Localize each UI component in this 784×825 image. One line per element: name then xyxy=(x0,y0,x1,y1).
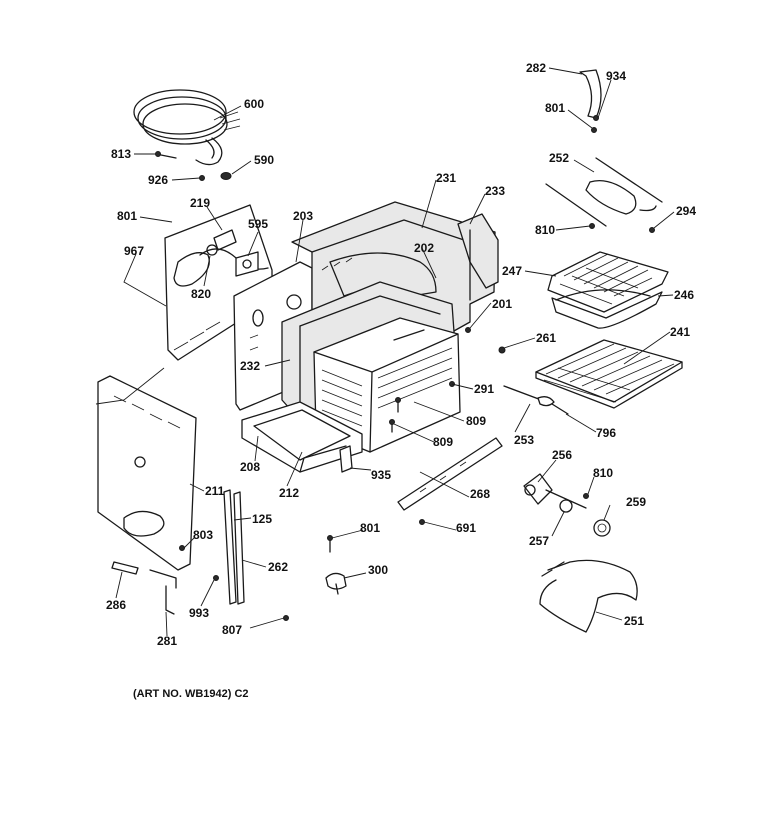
leader-lines xyxy=(95,67,675,637)
light-cover-259 xyxy=(593,519,611,537)
part-label-202: 202 xyxy=(414,241,434,255)
part-label-281: 281 xyxy=(157,634,177,648)
screw-201 xyxy=(465,327,471,333)
part-label-212: 212 xyxy=(279,486,299,500)
light-bulb-257 xyxy=(559,499,573,513)
part-label-247: 247 xyxy=(502,264,522,278)
part-label-926: 926 xyxy=(148,173,168,187)
part-label-809: 809 xyxy=(433,435,453,449)
front-trim-268 xyxy=(397,437,503,511)
side-panel-211 xyxy=(97,375,197,571)
part-label-803: 803 xyxy=(193,528,213,542)
part-label-282: 282 xyxy=(526,61,546,75)
part-label-810: 810 xyxy=(535,223,555,237)
part-label-246: 246 xyxy=(674,288,694,302)
part-label-262: 262 xyxy=(268,560,288,574)
part-label-595: 595 xyxy=(248,217,268,231)
screw-810-mid xyxy=(583,493,589,499)
part-label-261: 261 xyxy=(536,331,556,345)
part-label-807: 807 xyxy=(222,623,242,637)
part-label-241: 241 xyxy=(670,325,690,339)
door-seal-212 xyxy=(299,445,347,473)
part-label-201: 201 xyxy=(492,297,512,311)
part-label-256: 256 xyxy=(552,448,572,462)
screw-934 xyxy=(593,115,599,121)
part-label-934: 934 xyxy=(606,69,626,83)
broil-element-252 xyxy=(545,157,663,227)
part-number-labels: 282 934 801 600 813 590 252 926 231 233 … xyxy=(106,61,696,648)
part-label-268: 268 xyxy=(470,487,490,501)
vent-duct-233 xyxy=(457,213,499,289)
part-label-219: 219 xyxy=(190,196,210,210)
part-label-796: 796 xyxy=(596,426,616,440)
broiler-grid-247 xyxy=(547,251,669,313)
bake-element-251 xyxy=(539,559,638,633)
part-label-286: 286 xyxy=(106,598,126,612)
clip-796 xyxy=(551,403,569,415)
part-label-253: 253 xyxy=(514,433,534,447)
part-label-810: 810 xyxy=(593,466,613,480)
part-label-231: 231 xyxy=(436,171,456,185)
oven-rack-241 xyxy=(535,339,683,409)
part-label-294: 294 xyxy=(676,204,696,218)
grommet-590 xyxy=(220,172,232,180)
bottom-frame-208 xyxy=(241,401,363,473)
part-label-691: 691 xyxy=(456,521,476,535)
part-label-813: 813 xyxy=(111,147,131,161)
clip-286 xyxy=(111,561,139,575)
screw-803 xyxy=(179,545,185,551)
screw-813 xyxy=(155,151,177,159)
screw-809 xyxy=(389,397,401,433)
part-label-993: 993 xyxy=(189,606,209,620)
part-label-935: 935 xyxy=(371,468,391,482)
terminal-282 xyxy=(579,69,602,119)
part-label-203: 203 xyxy=(293,209,313,223)
bake-element-coil xyxy=(133,89,241,166)
part-label-291: 291 xyxy=(474,382,494,396)
part-label-233: 233 xyxy=(485,184,505,198)
screw-294 xyxy=(649,227,655,233)
screw-926 xyxy=(199,175,205,181)
part-label-801: 801 xyxy=(360,521,380,535)
screw-807 xyxy=(283,615,289,621)
screw-261 xyxy=(498,346,506,354)
part-label-801: 801 xyxy=(117,209,137,223)
part-label-259: 259 xyxy=(626,495,646,509)
part-label-590: 590 xyxy=(254,153,274,167)
part-label-600: 600 xyxy=(244,97,264,111)
part-label-809: 809 xyxy=(466,414,486,428)
part-label-967: 967 xyxy=(124,244,144,258)
part-label-125: 125 xyxy=(252,512,272,526)
part-label-801: 801 xyxy=(545,101,565,115)
screw-801-bottom xyxy=(327,535,333,553)
part-label-820: 820 xyxy=(191,287,211,301)
bracket-595 xyxy=(235,251,259,277)
art-number-caption: (ART NO. WB1942) C2 xyxy=(133,688,249,700)
trim-strip-125 xyxy=(223,489,237,605)
part-label-232: 232 xyxy=(240,359,260,373)
light-socket-256 xyxy=(523,473,587,509)
bracket-281 xyxy=(149,569,177,615)
part-label-300: 300 xyxy=(368,563,388,577)
part-label-252: 252 xyxy=(549,151,569,165)
part-label-211: 211 xyxy=(205,484,225,498)
screw-691 xyxy=(419,519,425,525)
screw-810-top xyxy=(589,223,595,229)
screw-801-top xyxy=(591,127,597,133)
part-label-257: 257 xyxy=(529,534,549,548)
broiler-pan-246 xyxy=(551,289,663,329)
clamp-300 xyxy=(325,572,347,595)
screw-993 xyxy=(213,575,219,581)
part-label-208: 208 xyxy=(240,460,260,474)
temp-sensor-253 xyxy=(503,385,555,407)
part-label-251: 251 xyxy=(624,614,644,628)
